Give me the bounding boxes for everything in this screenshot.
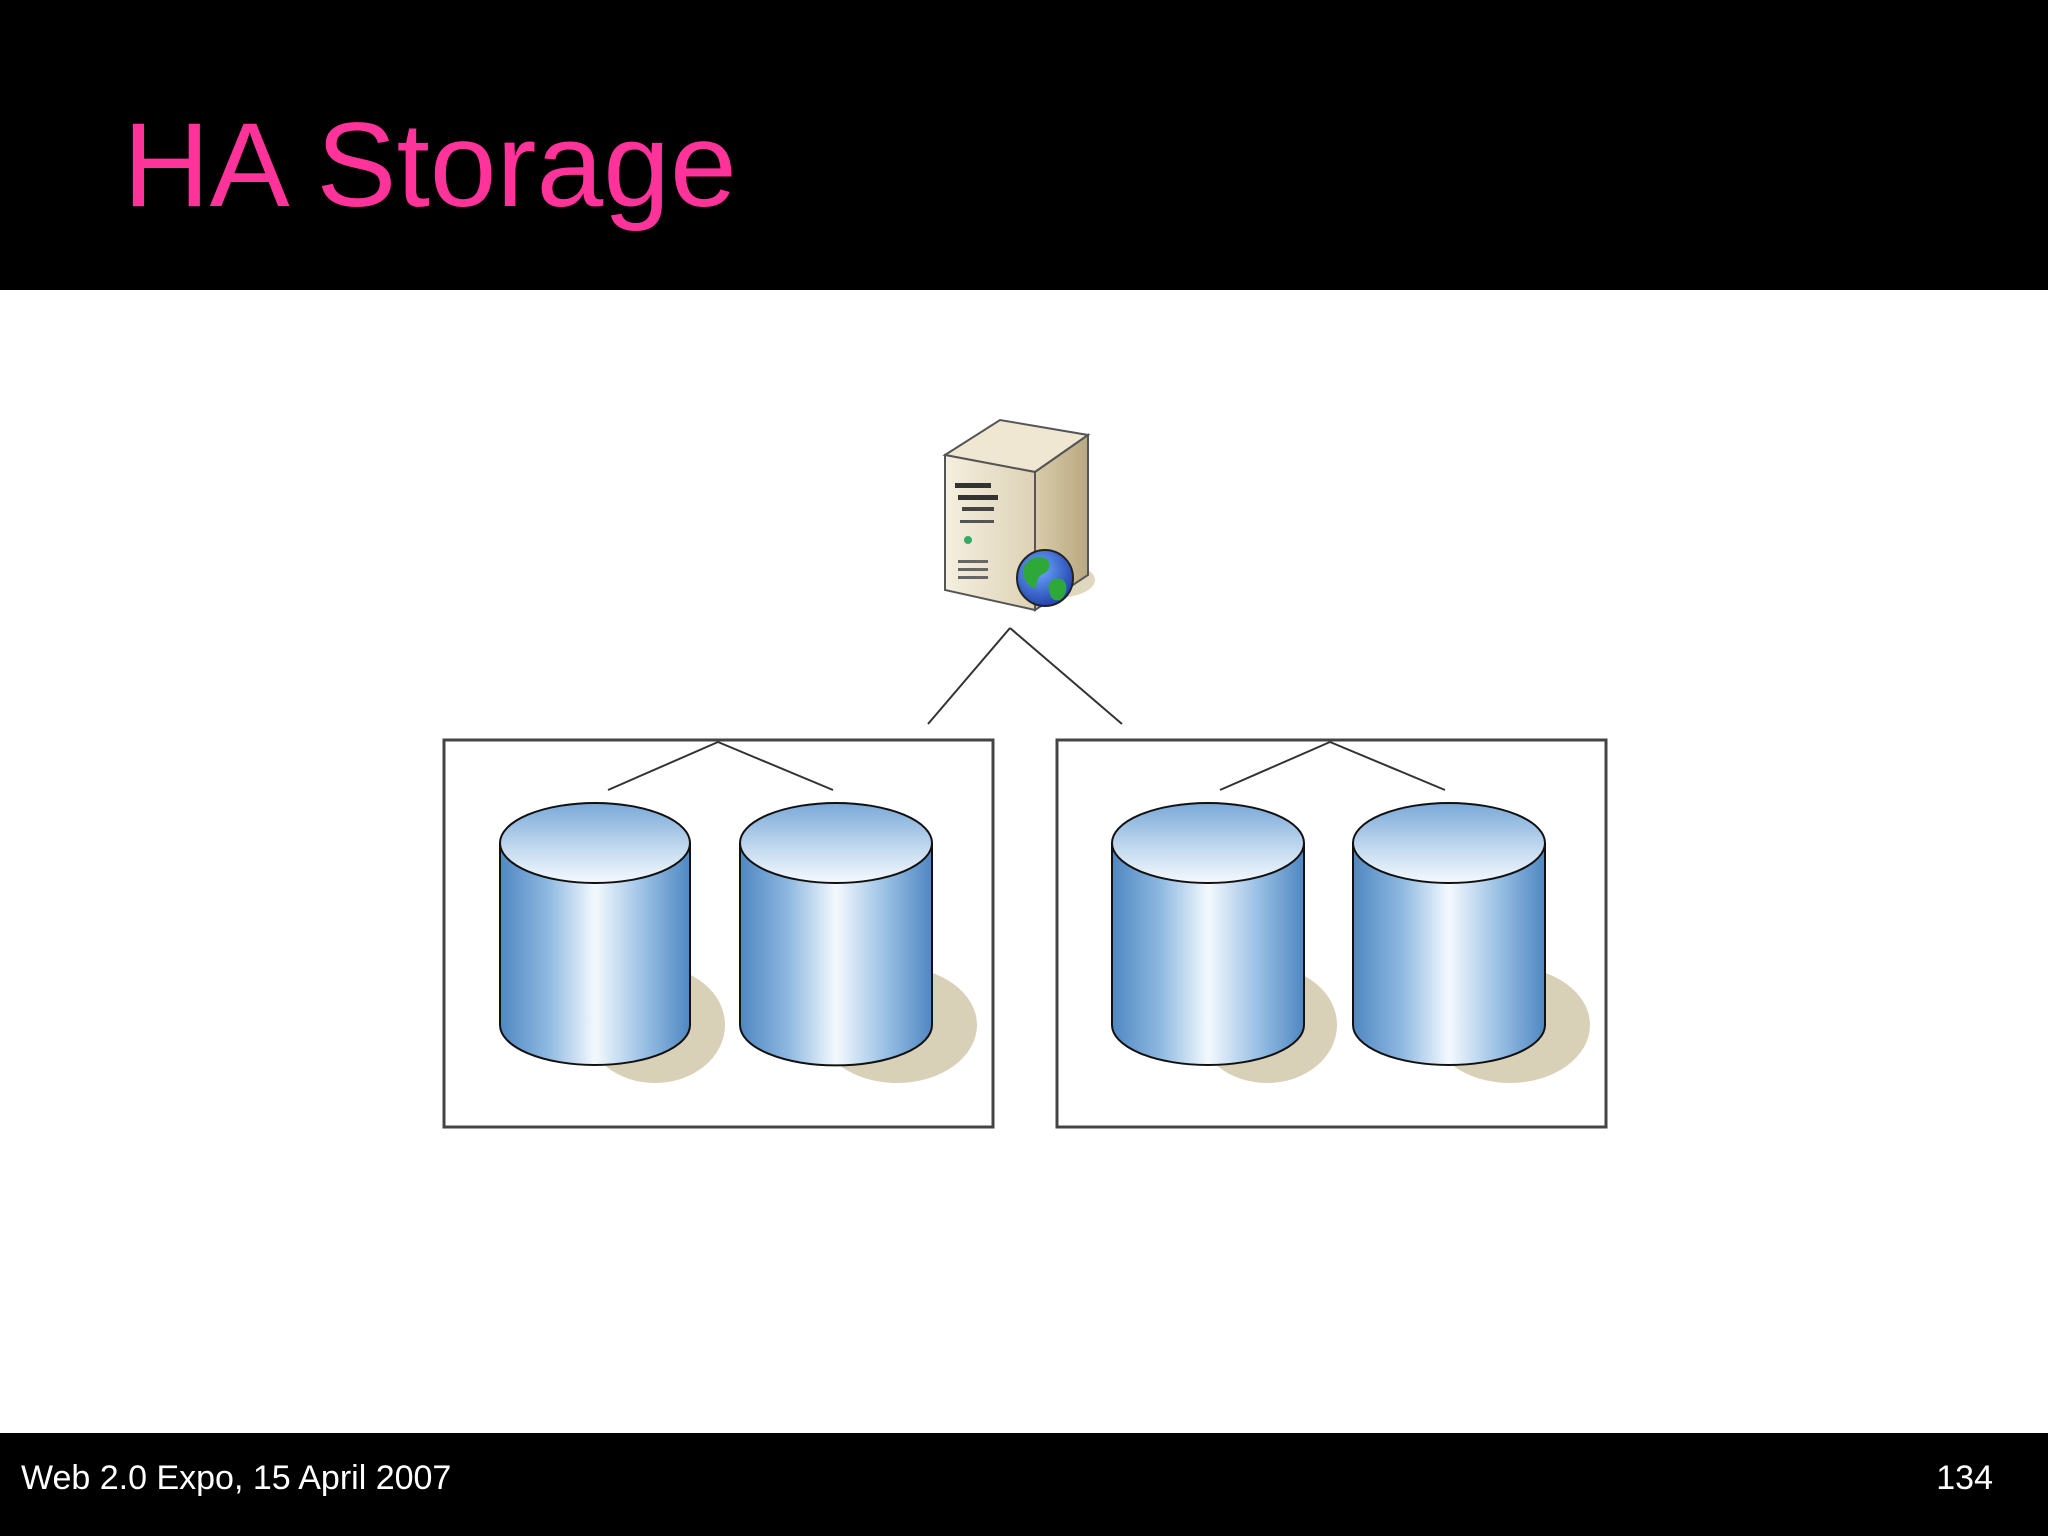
page-number: 134	[1936, 1459, 1993, 1497]
globe-icon	[1016, 549, 1074, 607]
storage-group-2	[1055, 738, 1608, 1129]
group-1-connectors	[607, 741, 834, 791]
slide-title: HA Storage	[123, 98, 737, 232]
group-2-connectors	[1219, 741, 1446, 791]
footer-bar: Web 2.0 Expo, 15 April 2007 134	[0, 1433, 2048, 1536]
disk-cylinder-icon	[739, 802, 977, 1083]
disk-cylinder-icon	[499, 802, 725, 1083]
disk-cylinder-icon	[1111, 802, 1337, 1083]
web-server-icon	[942, 418, 1095, 612]
title-bar: HA Storage	[0, 0, 2048, 290]
server-connectors	[927, 627, 1123, 725]
storage-group-1	[442, 738, 995, 1129]
disk-cylinder-icon	[1352, 802, 1590, 1083]
footer-event-label: Web 2.0 Expo, 15 April 2007	[21, 1459, 452, 1497]
